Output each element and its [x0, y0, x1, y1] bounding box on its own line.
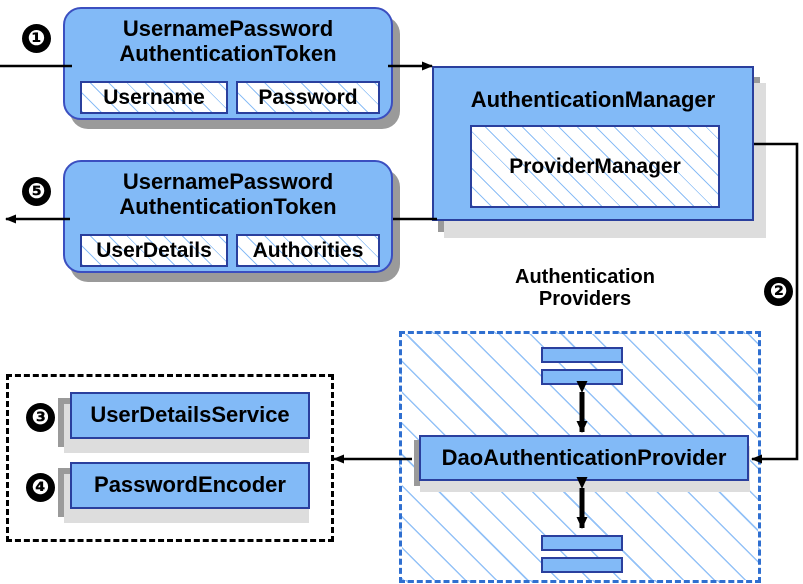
- response-token-title-line1: UsernamePassword: [122, 169, 334, 194]
- response-token-userdetails-label: UserDetails: [96, 238, 212, 262]
- step-2-number: ❷: [769, 280, 788, 303]
- step-5-bullet: ❺: [22, 177, 51, 206]
- provider-placeholder-bar: [541, 557, 623, 573]
- request-token-title: UsernamePassword AuthenticationToken: [65, 16, 391, 66]
- response-token-title-line2: AuthenticationToken: [119, 193, 337, 219]
- request-token-box[interactable]: UsernamePassword AuthenticationToken Use…: [63, 7, 393, 120]
- provider-manager-label: ProviderManager: [509, 154, 681, 178]
- request-token-username-field[interactable]: Username: [80, 81, 228, 114]
- request-token-password-label: Password: [258, 85, 358, 109]
- provider-manager-box[interactable]: ProviderManager: [470, 125, 720, 208]
- response-token-authorities-label: Authorities: [252, 238, 364, 262]
- step-1-bullet: ❶: [22, 24, 51, 53]
- response-token-userdetails-field[interactable]: UserDetails: [80, 234, 228, 267]
- request-token-username-label: Username: [103, 85, 205, 109]
- password-encoder-label: PasswordEncoder: [94, 472, 286, 498]
- password-encoder-box[interactable]: PasswordEncoder: [70, 462, 310, 509]
- step-2-bullet: ❷: [764, 277, 793, 306]
- authentication-manager-box[interactable]: AuthenticationManager ProviderManager: [432, 66, 754, 221]
- step-5-number: ❺: [27, 180, 46, 203]
- response-token-box[interactable]: UsernamePassword AuthenticationToken Use…: [63, 160, 393, 273]
- authentication-providers-label-line1: Authentication: [515, 266, 655, 288]
- request-token-title-line1: UsernamePassword: [122, 16, 334, 41]
- userdetails-service-label: UserDetailsService: [90, 402, 290, 428]
- dao-authentication-provider-box[interactable]: DaoAuthenticationProvider: [419, 435, 749, 481]
- step-3-bullet: ❸: [26, 403, 55, 432]
- provider-placeholder-bar: [541, 347, 623, 363]
- services-region[interactable]: [6, 374, 334, 542]
- step-3-number: ❸: [31, 406, 50, 429]
- request-token-password-field[interactable]: Password: [236, 81, 380, 114]
- request-token-title-line2: AuthenticationToken: [119, 40, 337, 66]
- provider-placeholder-bar: [541, 535, 623, 551]
- authentication-providers-label-line2: Providers: [538, 288, 632, 311]
- provider-placeholder-bar: [541, 369, 623, 385]
- response-token-title: UsernamePassword AuthenticationToken: [65, 169, 391, 219]
- step-4-bullet: ❹: [26, 473, 55, 502]
- authentication-providers-label: Authentication Providers: [470, 266, 700, 311]
- authentication-manager-title: AuthenticationManager: [470, 87, 716, 112]
- response-token-authorities-field[interactable]: Authorities: [236, 234, 380, 267]
- step-4-number: ❹: [31, 476, 50, 499]
- step-1-number: ❶: [27, 27, 46, 50]
- dao-authentication-provider-label: DaoAuthenticationProvider: [441, 444, 727, 470]
- userdetails-service-box[interactable]: UserDetailsService: [70, 392, 310, 439]
